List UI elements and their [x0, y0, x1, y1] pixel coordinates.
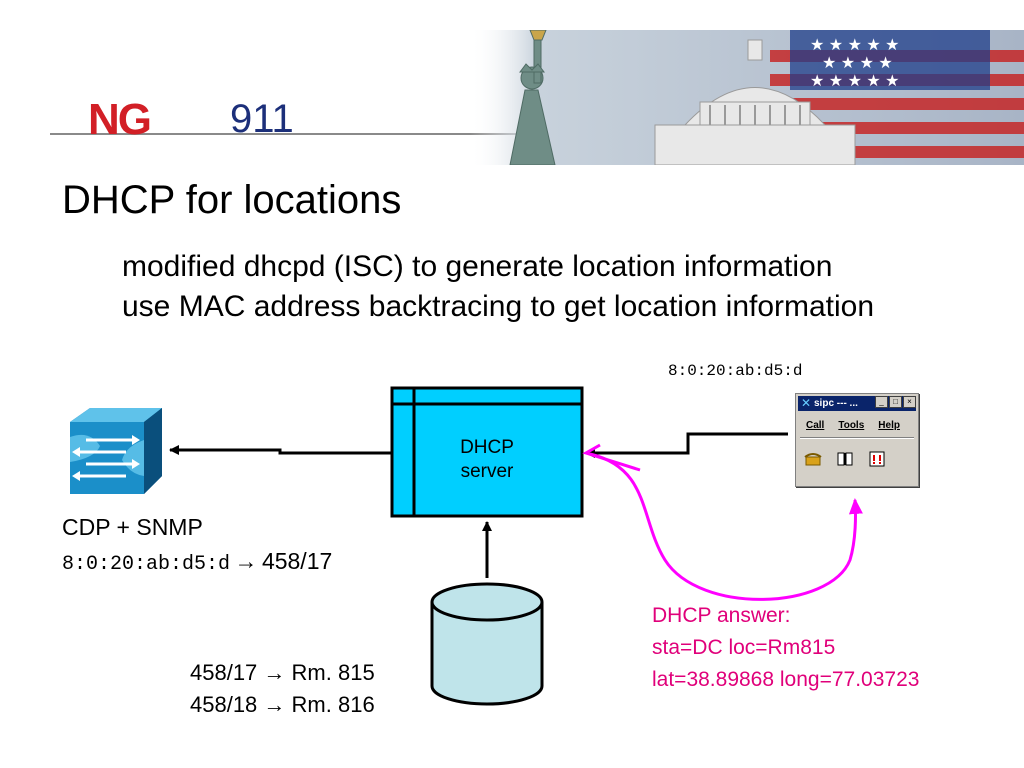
dhcp-server-label: DHCP server	[392, 436, 582, 484]
sipc-menu-bar: Call Tools Help	[806, 420, 900, 431]
server-label-line: DHCP	[460, 437, 514, 458]
svg-text:★ ★ ★ ★ ★: ★ ★ ★ ★ ★	[810, 73, 900, 90]
arrow-glyph: →	[263, 660, 286, 685]
address-book-icon[interactable]	[836, 451, 854, 467]
db-port: 458/17	[190, 660, 258, 685]
mac-address: 8:0:20:ab:d5:d	[62, 553, 231, 576]
x-logo-icon: ✕	[801, 396, 812, 410]
menu-help[interactable]: Help	[878, 420, 900, 431]
phone-icon[interactable]	[804, 451, 822, 467]
header-rule	[50, 133, 530, 135]
dhcp-answer-line: lat=38.89868 long=77.03723	[652, 668, 920, 691]
slide-title: DHCP for locations	[62, 178, 402, 222]
svg-text:★ ★ ★ ★: ★ ★ ★ ★	[822, 55, 893, 72]
client-mac-address: 8:0:20:ab:d5:d	[668, 362, 803, 380]
dhcp-answer-line: DHCP answer:	[652, 604, 791, 627]
db-mapping-row: 458/18 → Rm. 816	[190, 692, 375, 718]
window-controls: _ □ ×	[875, 396, 916, 408]
arrow-glyph: →	[263, 692, 286, 717]
server-to-switch-arrow	[169, 445, 392, 455]
sipc-title-text: sipc --- ...	[814, 398, 858, 409]
dhcp-answer-line: sta=DC loc=Rm815	[652, 636, 836, 659]
mac-port-mapping: 8:0:20:ab:d5:d → 458/17	[62, 548, 332, 576]
message-icon[interactable]	[868, 451, 886, 467]
client-to-server-arrow	[585, 432, 788, 458]
sipc-client-window: ✕ sipc --- ... _ □ × Call Tools Help	[795, 393, 919, 487]
bullet-text: modified dhcpd (ISC) to generate locatio…	[122, 250, 833, 283]
minimize-button[interactable]: _	[875, 396, 888, 408]
dhcp-request-arrowhead	[582, 443, 641, 472]
header-banner-image: ★ ★ ★ ★ ★ ★ ★ ★ ★ ★ ★ ★ ★ ★	[470, 30, 1024, 165]
close-button[interactable]: ×	[903, 396, 916, 408]
db-room: Rm. 816	[291, 692, 375, 717]
network-switch-icon	[70, 408, 162, 494]
db-port: 458/18	[190, 692, 258, 717]
dhcp-server-box	[390, 386, 584, 518]
server-label-line: server	[460, 461, 514, 482]
arrow-glyph: →	[234, 548, 258, 574]
logo-number-text: 911	[230, 97, 294, 141]
dhcp-answer-arrow	[589, 452, 863, 601]
maximize-button[interactable]: □	[889, 396, 902, 408]
cdp-snmp-label: CDP + SNMP	[62, 514, 203, 540]
ng911-logo: NG 911	[88, 95, 318, 144]
database-icon	[430, 582, 544, 706]
sipc-toolbar	[804, 451, 886, 467]
logo-ng-text: NG	[88, 95, 152, 144]
port-value: 458/17	[261, 548, 333, 574]
menu-call[interactable]: Call	[806, 420, 825, 431]
svg-text:★ ★ ★ ★ ★: ★ ★ ★ ★ ★	[810, 37, 900, 54]
db-mapping-row: 458/17 → Rm. 815	[190, 660, 375, 686]
menu-separator	[800, 437, 914, 439]
db-room: Rm. 815	[291, 660, 375, 685]
bullet-text: use MAC address backtracing to get locat…	[122, 290, 875, 323]
menu-tools[interactable]: Tools	[838, 420, 865, 431]
